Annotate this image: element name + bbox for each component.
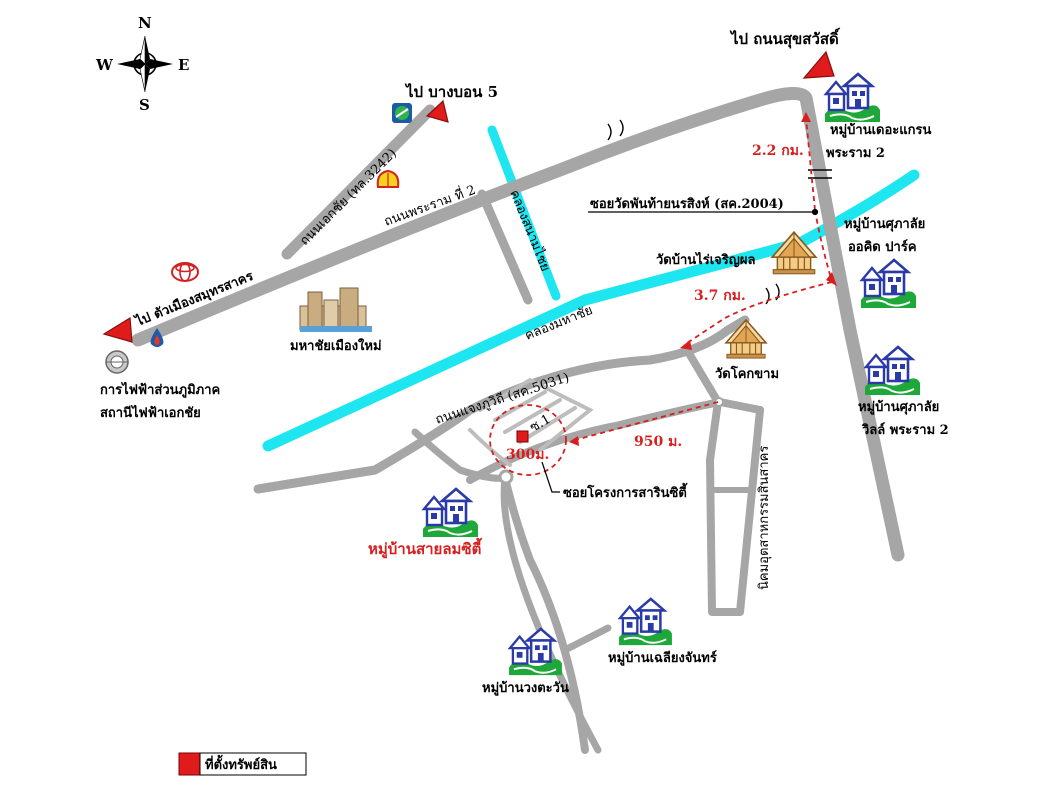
road-layer [131,87,905,754]
compass-icon [117,35,173,93]
distance-2-2km: 2.2 กม. [752,143,804,159]
place-villa-line2: วิลล์ พระราม 2 [861,422,948,438]
place-wat-khok-kham: วัดโคกขาม [715,365,779,382]
property-radius [489,404,567,476]
place-wat-rai-charoen: วัดบ้านไร่เจริญผล [656,251,755,268]
callout-lines [541,208,819,493]
ekkachai-road [281,104,436,260]
legend-label: ที่ตั้งทรัพย์สิน [205,754,277,773]
rama2-road [131,87,905,562]
south-road [501,474,589,754]
distance-950m: 950 ม. [634,434,682,450]
place-pea-line2: สถานีไฟฟ้าเอกชัย [100,404,201,421]
building-icon [299,287,372,332]
property-marker [516,430,529,443]
bridge-marks [607,119,832,305]
route-to-canal-bridge [683,281,833,346]
road-wat-phanthai: ซอยวัดพันท้ายนรสิงห์ (สค.2004) [590,196,784,212]
place-the-grand-line1: หมู่บ้านเดอะแกรน [830,122,931,138]
arrow-icon [102,50,835,343]
place-pea-line1: การไฟฟ้าส่วนภูมิภาค [100,381,220,398]
distance-3-7km: 3.7 กม. [694,288,746,304]
khlong-sanam-side-road [477,189,533,305]
place-mahachai-new: มหาชัยเมืองใหม่ [290,337,382,354]
dest-bang-bon: ไป บางบอน 5 [404,82,498,101]
legend-swatch [178,752,202,776]
legend-frame [199,752,307,776]
distance-300m: 300ม. [506,447,549,463]
route-wat-phanthai [814,209,833,283]
west-lower-road [411,428,509,482]
shell-logo-icon [376,169,400,188]
south-branch-road [561,624,612,654]
route-to-suksawat [805,117,816,211]
route-arrowheads [569,112,837,446]
chaeng-tawan-road [253,315,750,494]
compass-south: S [139,96,150,114]
toyota-logo-icon [171,262,199,282]
road-chaeng-tawan: ถนนแจงภูวิถี (สค.5031) [433,369,571,427]
house-icon [421,72,922,677]
place-suang-tawan: หมู่บ้านวงตะวัน [482,680,569,696]
southwest-road [500,474,602,754]
place-chaliang-chan: หมู่บ้านเฉลียงจันทร์ [608,650,717,666]
place-the-grand-line2: พระราม 2 [826,146,885,161]
ptt-logo-icon [392,103,412,123]
compass-west: W [95,56,114,74]
khlong-sanam-canal [487,125,561,301]
road-nikhom: นิคมอุตสาหกรรมสินสาคร [757,446,772,590]
legend: ที่ตั้งทรัพย์สิน [178,752,307,776]
place-orchid-line2: ออคิด ปาร์ค [848,239,917,255]
route-layer [489,117,833,476]
route-to-property [574,401,719,441]
place-villa-line1: หมู่บ้านศุภาลัย [858,399,939,415]
compass-north: N [138,14,152,32]
pea-logo-icon [105,350,129,374]
place-orchid-line1: หมู่บ้านศุภาลัย [844,216,925,232]
roundabout [498,469,514,485]
compass-east: E [178,56,189,74]
dest-suksawat: ไป ถนนสุขสวัสดิ์ [729,27,841,49]
road-soi-project: ซอยโครงการสารินซิตี้ [563,482,688,501]
gas-drop-icon [150,328,164,347]
nikhom-road [706,398,764,616]
place-sai-lom-city: หมู่บ้านสายลมซิตี้ [368,537,483,559]
khok-kham-branch-road [686,351,722,406]
